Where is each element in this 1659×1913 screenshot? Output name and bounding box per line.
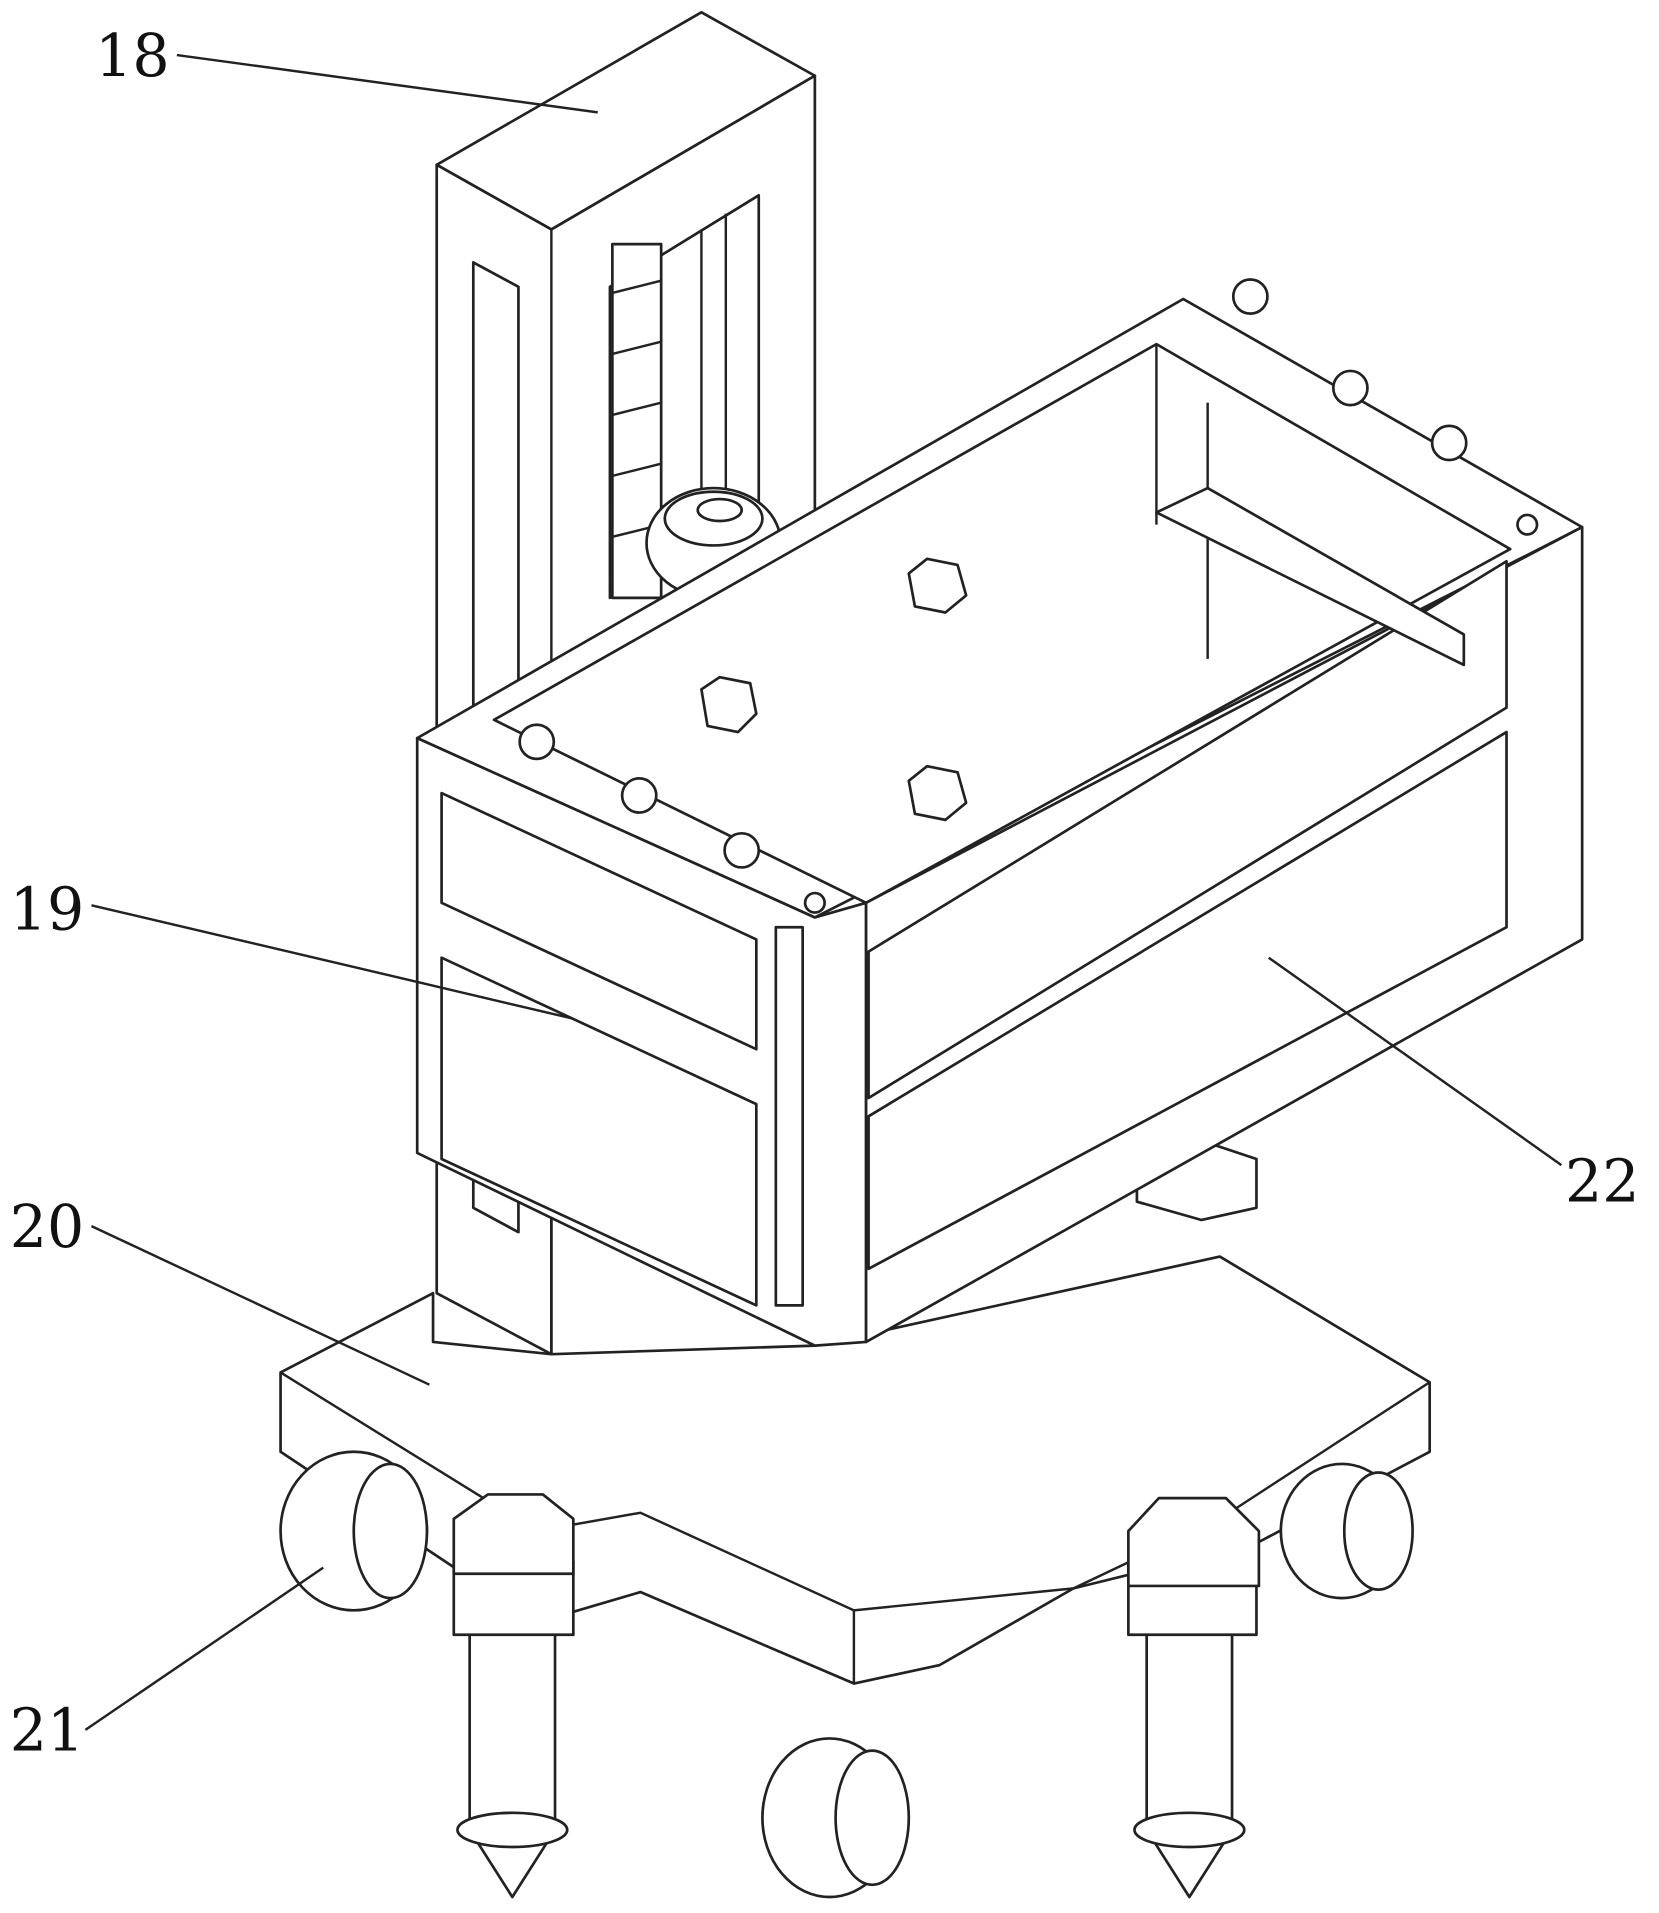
label-22: 22 (1565, 1148, 1640, 1216)
label-20: 20 (10, 1193, 85, 1261)
label-21: 21 (10, 1697, 85, 1765)
label-18: 18 (95, 22, 170, 90)
label-19: 19 (10, 876, 85, 944)
